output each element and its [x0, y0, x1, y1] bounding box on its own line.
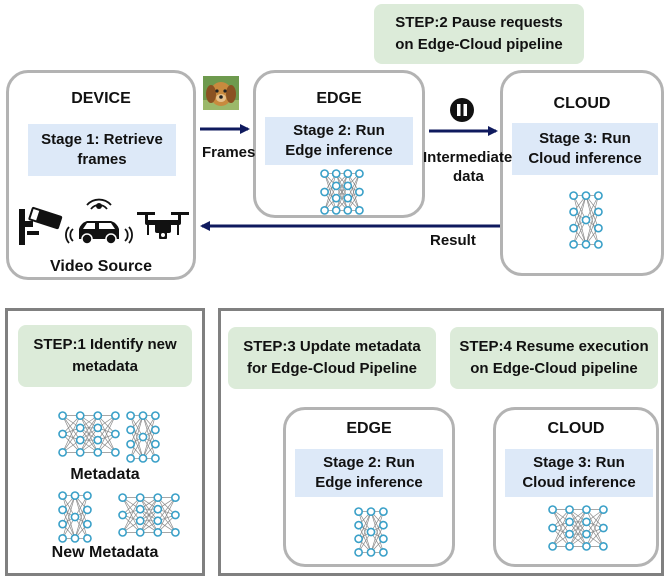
edge-updated-network-icon: [354, 507, 388, 557]
cloud-neural-network-icon: [569, 191, 603, 249]
video-source-caption: Video Source: [50, 258, 152, 275]
step1-line2: metadata: [72, 358, 138, 375]
metadata-network-icon-1: [58, 411, 120, 457]
step4-line1: STEP:4 Resume execution: [459, 338, 649, 355]
step3-line2: for Edge-Cloud Pipeline: [246, 360, 417, 377]
new-metadata-network-icon-1: [58, 491, 92, 543]
device-title: DEVICE: [71, 90, 131, 107]
step2-line2: on Edge-Cloud pipeline: [395, 36, 563, 53]
dog-photo-icon: [203, 76, 239, 110]
autonomous-car-icon: [65, 198, 133, 245]
step3-box: STEP:3 Update metadata for Edge-Cloud Pi…: [228, 327, 436, 389]
cloud-node: CLOUD Stage 3: Run Cloud inference: [500, 70, 664, 276]
edge-stage-line2: Edge inference: [285, 142, 393, 159]
arrows-layer: [200, 124, 500, 231]
cloud-title: CLOUD: [553, 95, 611, 112]
edge-stage-label: Stage 2: Run Edge inference: [265, 117, 413, 165]
security-camera-icon: [19, 206, 63, 245]
drone-icon: [137, 212, 189, 239]
step1-panel: STEP:1 Identify new metadata Metadata Ne…: [5, 308, 205, 576]
edge-updated-title: EDGE: [346, 420, 392, 437]
intermediate-label-line2: data: [453, 168, 484, 185]
edge-updated-stage-label: Stage 2: Run Edge inference: [295, 449, 443, 497]
edge-node: EDGE Stage 2: Run Edge inference: [253, 70, 425, 218]
metadata-label: Metadata: [70, 466, 140, 483]
new-metadata-network-icon-2: [118, 493, 180, 537]
step4-line2: on Edge-Cloud pipeline: [470, 360, 638, 377]
step4-box: STEP:4 Resume execution on Edge-Cloud pi…: [450, 327, 658, 389]
cloud-updated-stage-label: Stage 3: Run Cloud inference: [505, 449, 653, 497]
result-label: Result: [430, 232, 476, 249]
device-stage-line1: Stage 1: Retrieve: [41, 131, 163, 148]
edge-node-updated: EDGE Stage 2: Run Edge inference: [283, 407, 455, 567]
step2-box: STEP:2 Pause requests on Edge-Cloud pipe…: [374, 4, 584, 64]
steps-3-4-panel: STEP:3 Update metadata for Edge-Cloud Pi…: [218, 308, 664, 576]
device-stage-line2: frames: [77, 151, 127, 168]
device-stage-label: Stage 1: Retrieve frames: [28, 124, 176, 176]
step1-line1: STEP:1 Identify new: [33, 336, 177, 353]
device-node: DEVICE Stage 1: Retrieve frames: [6, 70, 196, 280]
step3-line1: STEP:3 Update metadata: [243, 338, 421, 355]
pause-icon: [450, 98, 474, 122]
metadata-network-icon-2: [126, 411, 160, 463]
edge-neural-network-icon: [320, 169, 364, 215]
edge-stage-line1: Stage 2: Run: [293, 122, 385, 139]
new-metadata-label: New Metadata: [51, 544, 159, 561]
cloud-updated-stage-line2: Cloud inference: [522, 474, 636, 491]
intermediate-label-line1: Intermediate: [423, 149, 513, 166]
cloud-updated-network-icon: [548, 505, 608, 551]
edge-title: EDGE: [316, 90, 362, 107]
step2-line1: STEP:2 Pause requests: [395, 14, 563, 31]
frames-label: Frames: [202, 144, 256, 161]
cloud-stage-line2: Cloud inference: [528, 150, 642, 167]
cloud-stage-label: Stage 3: Run Cloud inference: [512, 123, 658, 175]
step1-box: STEP:1 Identify new metadata: [18, 325, 192, 387]
cloud-node-updated: CLOUD Stage 3: Run Cloud inference: [493, 407, 659, 567]
cloud-updated-title: CLOUD: [547, 420, 605, 437]
cloud-stage-line1: Stage 3: Run: [539, 130, 631, 147]
edge-updated-stage-line1: Stage 2: Run: [323, 454, 415, 471]
edge-updated-stage-line2: Edge inference: [315, 474, 423, 491]
cloud-updated-stage-line1: Stage 3: Run: [533, 454, 625, 471]
